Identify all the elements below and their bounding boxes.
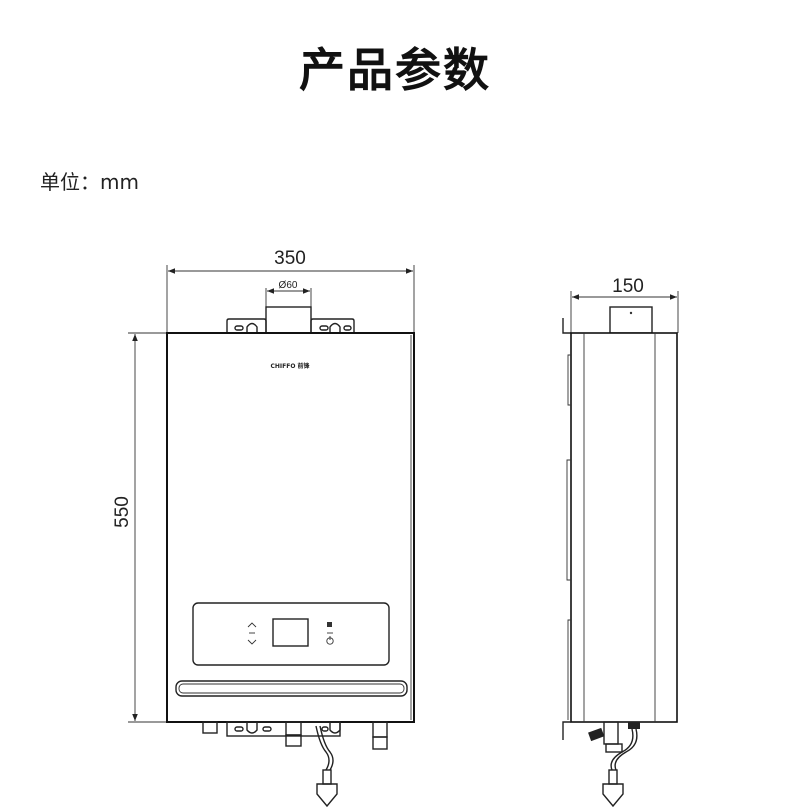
- height-label: 550: [112, 496, 133, 528]
- heater-body-side: [570, 332, 678, 723]
- flue-diameter-label: Ø60: [279, 280, 298, 291]
- power-cord: [315, 725, 330, 771]
- down-arrow-icon: [247, 639, 257, 645]
- mode-icon: [327, 622, 332, 627]
- plug-icon-side: [602, 783, 624, 808]
- water-outlet: [372, 736, 388, 750]
- flue-pipe: [265, 306, 312, 334]
- gas-inlet: [285, 734, 302, 747]
- up-arrow-icon: [247, 622, 257, 628]
- page-title: 产品参数: [299, 43, 491, 97]
- control-panel: [192, 602, 390, 666]
- unit-label: 单位：mm: [40, 170, 139, 194]
- display-screen: [272, 618, 309, 647]
- plug-icon: [316, 783, 338, 808]
- front-view: 350 Ø60 550 CHIFFO 前锋: [112, 248, 415, 808]
- depth-label: 150: [612, 276, 644, 297]
- water-inlet: [202, 721, 218, 734]
- flue-pipe-side: [609, 306, 653, 334]
- brand-logo: CHIFFO 前锋: [270, 362, 310, 370]
- side-view: 150: [562, 276, 679, 808]
- width-label: 350: [274, 248, 306, 269]
- air-intake-bar: [175, 680, 408, 697]
- heater-body: [166, 332, 415, 723]
